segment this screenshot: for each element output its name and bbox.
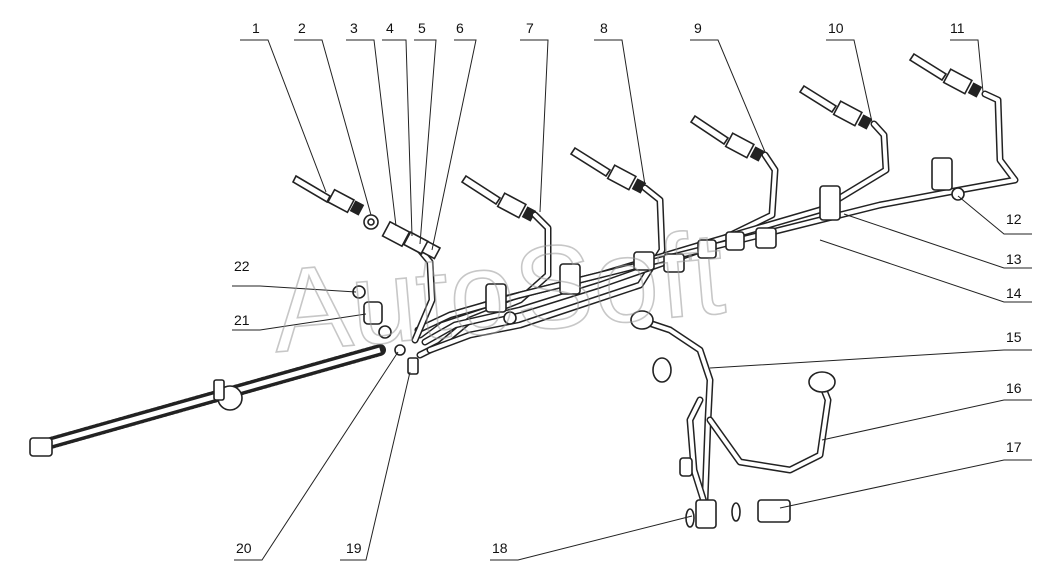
bracket-parts <box>352 285 419 375</box>
injector-1 <box>291 174 365 216</box>
callout-19: 19 <box>346 540 362 556</box>
pipe-clamps <box>485 157 965 325</box>
callout-4: 4 <box>386 20 394 36</box>
callout-6: 6 <box>456 20 464 36</box>
callout-15: 15 <box>1006 329 1022 345</box>
injector-5 <box>798 84 873 130</box>
callout-7: 7 <box>526 20 534 36</box>
callout-10: 10 <box>828 20 844 36</box>
callout-16: 16 <box>1006 380 1022 396</box>
watermark-text: AutoSoft <box>267 207 729 378</box>
fittings <box>363 214 777 273</box>
callout-12: 12 <box>1006 211 1022 227</box>
callout-5: 5 <box>418 20 426 36</box>
callout-21-22-upper: 22 <box>234 258 250 274</box>
injector-3 <box>569 146 647 194</box>
injector-group <box>291 52 983 222</box>
drain-hose <box>29 344 386 457</box>
callout-8: 8 <box>600 20 608 36</box>
leader-lines <box>232 39 1032 561</box>
injector-6 <box>908 52 983 98</box>
callout-18: 18 <box>492 540 508 556</box>
callout-9: 9 <box>694 20 702 36</box>
injector-2 <box>460 174 537 222</box>
callout-2: 2 <box>298 20 306 36</box>
callout-21: 21 <box>234 312 250 328</box>
injector-4 <box>689 114 765 162</box>
callout-13: 13 <box>1006 251 1022 267</box>
callout-20: 20 <box>236 540 252 556</box>
callout-17: 17 <box>1006 439 1022 455</box>
callout-14: 14 <box>1006 285 1022 301</box>
callout-3: 3 <box>350 20 358 36</box>
callout-1: 1 <box>252 20 260 36</box>
fuel-supply-line <box>630 310 836 529</box>
callout-labels: 1 2 3 4 5 6 7 8 9 10 11 12 13 14 15 16 1… <box>234 20 1022 556</box>
callout-11: 11 <box>950 20 965 36</box>
